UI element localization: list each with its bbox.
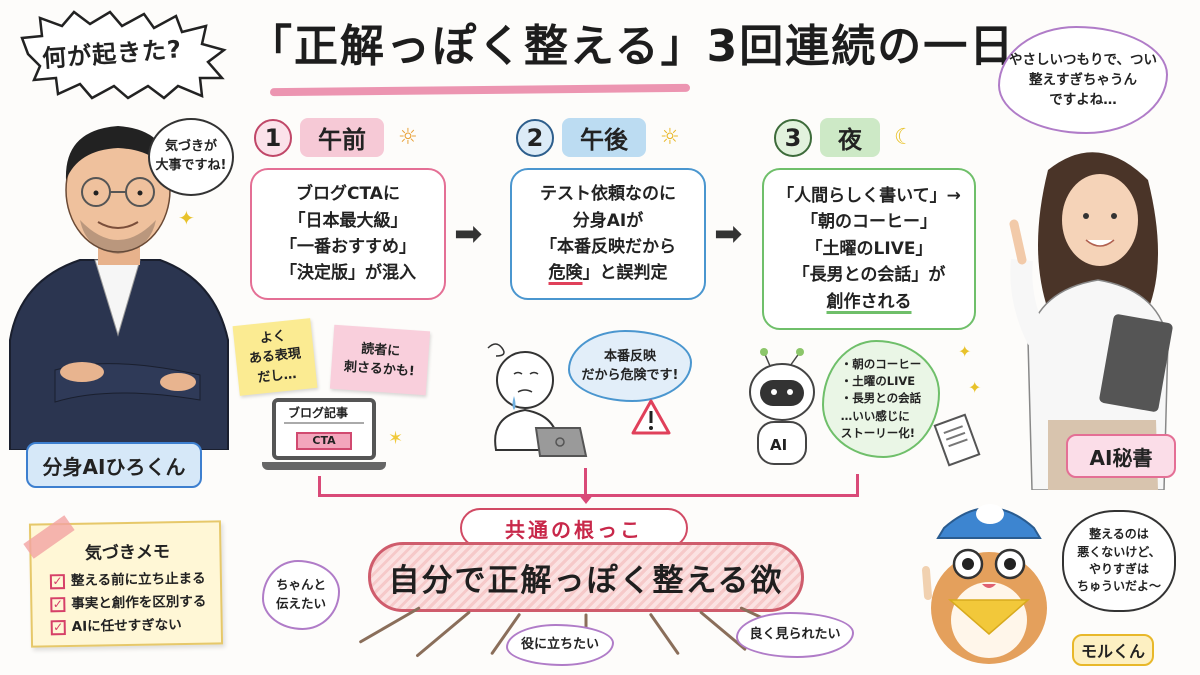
- sticky-note-yellow: よくある表現だし…: [232, 318, 318, 396]
- checkbox-checked-icon: ✓: [50, 596, 66, 613]
- step-3-label: 夜: [820, 118, 880, 157]
- right-thought-bubble: やさしいつもりで、つい 整えすぎちゃうん ですよね…: [998, 26, 1168, 134]
- sun-icon: ☼: [398, 125, 418, 150]
- memo-item: ✓整える前に立ち止まる: [49, 568, 206, 594]
- hamster-mascot: [914, 488, 1064, 668]
- step-3-number: 3: [774, 118, 812, 157]
- desire-cloud-helpful: 役に立ちたい: [506, 624, 614, 666]
- memo-item: ✓事実と創作を区別する: [50, 591, 206, 617]
- connector-left: [318, 476, 321, 496]
- robot-label: AI: [770, 436, 788, 454]
- step-2-box: テスト依頼なのに 分身AIが 「本番反映だから 危険」と誤判定: [510, 168, 706, 300]
- step-1-header: 1 午前 ☼: [254, 118, 418, 157]
- moon-icon: ☾: [894, 125, 914, 150]
- laptop-illustration: ブログ記事 CTA: [262, 398, 386, 476]
- memo-title: 気づきメモ: [84, 542, 171, 564]
- step-3-header: 3 夜 ☾: [774, 118, 914, 157]
- left-character-name-tag: 分身AIひろくん: [26, 442, 202, 488]
- title-underline: [269, 83, 691, 97]
- mascot-speech-bubble: 整えるのは 悪くないけど、 やりすぎは ちゅういだよ〜: [1062, 510, 1176, 612]
- sparkle-icon: ✦: [958, 342, 972, 361]
- warning-icon: [630, 398, 672, 440]
- step-1-label: 午前: [300, 118, 384, 157]
- arrow-right-icon: ➡: [714, 214, 743, 254]
- hamster-icon: [922, 504, 1047, 664]
- document-icon: [933, 413, 981, 467]
- right-character-name-tag: AI秘書: [1066, 434, 1176, 478]
- laptop-title: ブログ記事: [288, 406, 349, 420]
- mascot-name-tag: モルくん: [1072, 634, 1154, 666]
- connector-right: [856, 474, 859, 496]
- step-3-box: 「人間らしく書いて」→ 「朝のコーヒー」 「土曜のLIVE」 「長男との会話」が…: [762, 168, 976, 330]
- page-title: 「正解っぽく整える」3回連続の一日: [248, 21, 1016, 72]
- root-desire-banner: 自分で正解っぽく整える欲: [368, 542, 804, 612]
- tree-root: [358, 606, 421, 644]
- desire-cloud-communicate: ちゃんと伝えたい: [262, 560, 340, 630]
- man-in-suit-icon: [9, 126, 229, 451]
- left-character-figure: [0, 110, 240, 451]
- burst-shape-icon: [20, 10, 227, 100]
- left-speech-bubble: 気づきが大事ですね!: [148, 118, 234, 196]
- ai-robot-illustration: AI: [744, 348, 820, 468]
- step-1-number: 1: [254, 118, 292, 157]
- tree-root: [648, 612, 680, 656]
- connector-middle: [584, 468, 587, 496]
- step-2-header: 2 午後 ☼: [516, 118, 680, 157]
- checkbox-checked-icon: ✓: [49, 574, 66, 590]
- common-root-label: 共通の根っこ: [460, 508, 688, 548]
- sparkle-icon: ✦: [968, 378, 982, 397]
- danger-underlined-text: 危険: [548, 263, 583, 284]
- highlight-burst-icon: ✶: [388, 428, 404, 449]
- arrow-down-icon: [578, 494, 594, 504]
- danger-speech-bubble: 本番反映だから危険です!: [568, 330, 692, 402]
- memo-item: ✓AIに任せすぎない: [50, 613, 207, 639]
- sticky-note-pink: 読者に刺さるかも!: [329, 324, 431, 396]
- step-2-label: 午後: [562, 118, 646, 157]
- checkbox-checked-icon: ✓: [50, 619, 66, 636]
- step-1-box: ブログCTAに 「日本最大級」 「一番おすすめ」 「決定版」が混入: [250, 168, 446, 300]
- ai-story-speech-bubble: ・朝のコーヒー ・土曜のLIVE ・長男との会話 …いい感じに ストーリー化!: [822, 340, 940, 458]
- sun-icon: ☼: [660, 125, 680, 150]
- tree-root: [415, 610, 471, 658]
- desire-cloud-admired: 良く見られたい: [736, 612, 854, 658]
- step-2-number: 2: [516, 118, 554, 157]
- sparkle-icon: ✦: [178, 206, 195, 230]
- arrow-right-icon: ➡: [454, 214, 483, 254]
- cta-button: CTA: [296, 432, 352, 450]
- created-underlined-text: 創作される: [826, 291, 912, 312]
- worried-person-illustration: [480, 330, 590, 460]
